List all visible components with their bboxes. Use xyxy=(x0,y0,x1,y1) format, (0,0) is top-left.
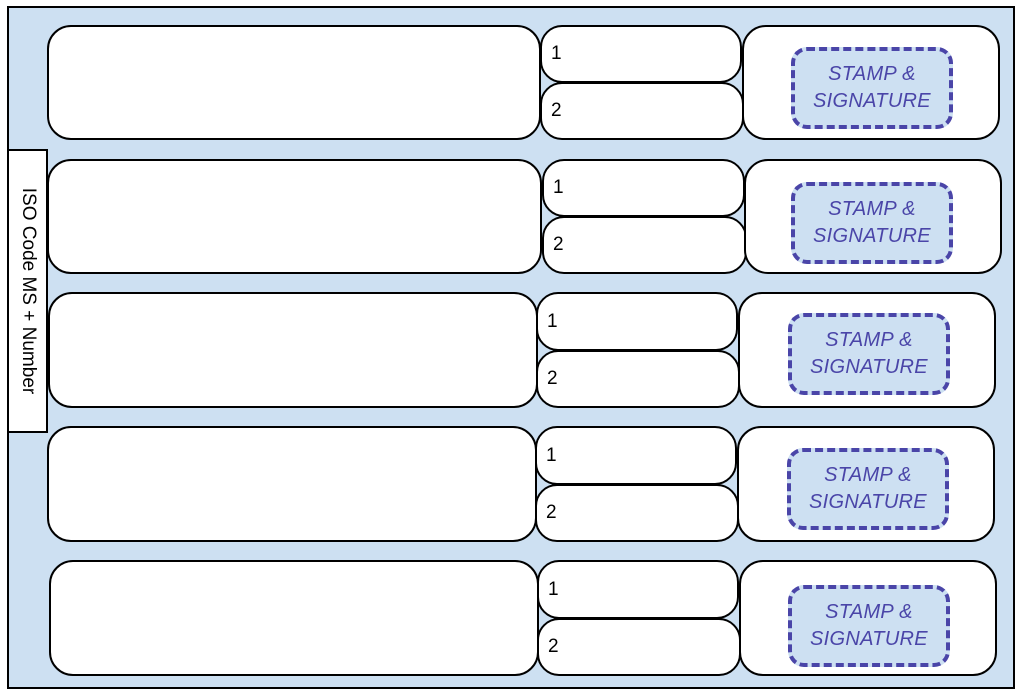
row-5-signature-box[interactable]: STAMP & SIGNATURE xyxy=(739,560,997,676)
row-1-stamp-line-2: SIGNATURE xyxy=(813,90,931,112)
row-3-stamp-line-1: STAMP & xyxy=(825,329,913,351)
row-4-entry-1[interactable]: 1 xyxy=(535,426,737,485)
row-5-stamp-line-1: STAMP & xyxy=(825,601,913,623)
row-2-entry-1[interactable]: 1 xyxy=(542,159,745,217)
row-3-entry-2-label: 2 xyxy=(547,368,558,389)
row-3-main-field[interactable] xyxy=(48,292,538,408)
row-5-stamp-area: STAMP & SIGNATURE xyxy=(788,585,950,667)
row-1-stamp-text: STAMP & SIGNATURE xyxy=(813,61,931,115)
row-1-signature-box[interactable]: STAMP & SIGNATURE xyxy=(742,25,1000,140)
row-2-entry-2-label: 2 xyxy=(553,234,564,255)
row-5-stamp-text: STAMP & SIGNATURE xyxy=(810,599,928,653)
row-5-entry-1-label: 1 xyxy=(548,578,559,600)
row-1-main-field[interactable] xyxy=(47,25,541,140)
row-4-entry-2[interactable]: 2 xyxy=(535,484,739,542)
row-4-stamp-line-1: STAMP & xyxy=(824,464,912,486)
row-1-entry-2-label: 2 xyxy=(551,100,562,121)
row-4-stamp-area: STAMP & SIGNATURE xyxy=(787,448,949,530)
row-1-stamp-line-1: STAMP & xyxy=(828,63,916,85)
row-4-entry-1-label: 1 xyxy=(546,444,557,466)
row-4-stamp-text: STAMP & SIGNATURE xyxy=(809,462,927,516)
row-2-entry-1-label: 1 xyxy=(553,177,564,198)
row-4-main-field[interactable] xyxy=(47,426,537,542)
row-4-stamp-line-2: SIGNATURE xyxy=(809,491,927,513)
row-2-entry-2[interactable]: 2 xyxy=(542,216,747,274)
row-5-entry-2-label: 2 xyxy=(548,636,559,657)
row-5-main-field[interactable] xyxy=(49,560,539,676)
row-3-stamp-line-2: SIGNATURE xyxy=(810,356,928,378)
row-1-entry-1-label: 1 xyxy=(551,43,562,64)
row-3-signature-box[interactable]: STAMP & SIGNATURE xyxy=(738,292,996,408)
row-2-stamp-text: STAMP & SIGNATURE xyxy=(813,196,931,250)
row-1-entry-2[interactable]: 2 xyxy=(540,82,744,140)
row-2-main-field[interactable] xyxy=(47,159,542,274)
row-4-entry-2-label: 2 xyxy=(546,502,557,523)
row-3-entry-1-label: 1 xyxy=(547,310,558,332)
iso-code-label: ISO Code MS + Number xyxy=(17,187,39,395)
row-2-stamp-line-1: STAMP & xyxy=(828,198,916,220)
row-2-stamp-area: STAMP & SIGNATURE xyxy=(791,182,953,264)
row-3-entry-1[interactable]: 1 xyxy=(536,292,738,351)
row-5-stamp-line-2: SIGNATURE xyxy=(810,628,928,650)
row-1-stamp-area: STAMP & SIGNATURE xyxy=(791,47,953,129)
row-3-stamp-text: STAMP & SIGNATURE xyxy=(810,327,928,381)
row-3-stamp-area: STAMP & SIGNATURE xyxy=(788,313,950,395)
row-2-signature-box[interactable]: STAMP & SIGNATURE xyxy=(744,159,1002,274)
row-2-stamp-line-2: SIGNATURE xyxy=(813,225,931,247)
row-5-entry-2[interactable]: 2 xyxy=(537,618,741,676)
row-3-entry-2[interactable]: 2 xyxy=(536,350,740,408)
row-1-entry-1[interactable]: 1 xyxy=(540,25,742,83)
row-5-entry-1[interactable]: 1 xyxy=(537,560,739,619)
row-4-signature-box[interactable]: STAMP & SIGNATURE xyxy=(737,426,995,542)
iso-code-label-box: ISO Code MS + Number xyxy=(7,149,48,433)
